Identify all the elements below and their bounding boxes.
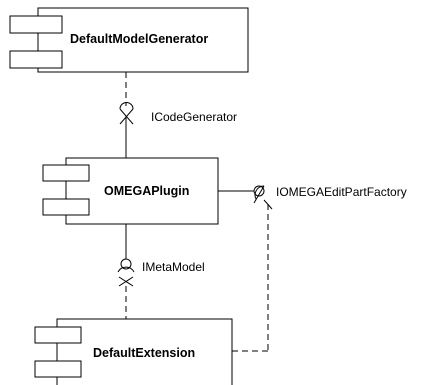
component-default-model-generator: DefaultModelGenerator bbox=[9, 7, 249, 73]
interface-label: IOMEGAEditPartFactory bbox=[276, 185, 407, 199]
lollipop-tick bbox=[253, 185, 265, 204]
interface-iomega-edit-part-factory: IOMEGAEditPartFactory bbox=[218, 185, 407, 352]
component-port-icon bbox=[9, 15, 63, 34]
component-box bbox=[37, 7, 249, 73]
component-box bbox=[65, 157, 219, 225]
interface-imeta-model: IMetaModel bbox=[117, 224, 205, 319]
interface-label: ICodeGenerator bbox=[151, 110, 237, 124]
provided-interface-icon bbox=[120, 258, 132, 270]
component-box bbox=[56, 318, 233, 385]
component-port-icon bbox=[34, 360, 82, 378]
component-name: DefaultModelGenerator bbox=[70, 32, 208, 46]
required-socket-icon bbox=[119, 102, 134, 110]
component-omega-plugin: OMEGAPlugin bbox=[42, 157, 219, 225]
interface-icode-generator: ICodeGenerator bbox=[119, 72, 237, 158]
component-name: OMEGAPlugin bbox=[104, 184, 189, 198]
required-socket-icon bbox=[254, 185, 265, 200]
component-port-icon bbox=[9, 50, 63, 69]
component-port-icon bbox=[34, 326, 82, 344]
component-port-icon bbox=[42, 164, 90, 182]
component-name: DefaultExtension bbox=[93, 346, 195, 360]
interface-label: IMetaModel bbox=[142, 260, 205, 274]
required-socket-icon bbox=[117, 266, 135, 273]
provided-interface-icon bbox=[253, 185, 265, 197]
lollipop-tick bbox=[118, 276, 134, 287]
component-default-extension: DefaultExtension bbox=[34, 318, 233, 385]
component-port-icon bbox=[42, 198, 90, 216]
